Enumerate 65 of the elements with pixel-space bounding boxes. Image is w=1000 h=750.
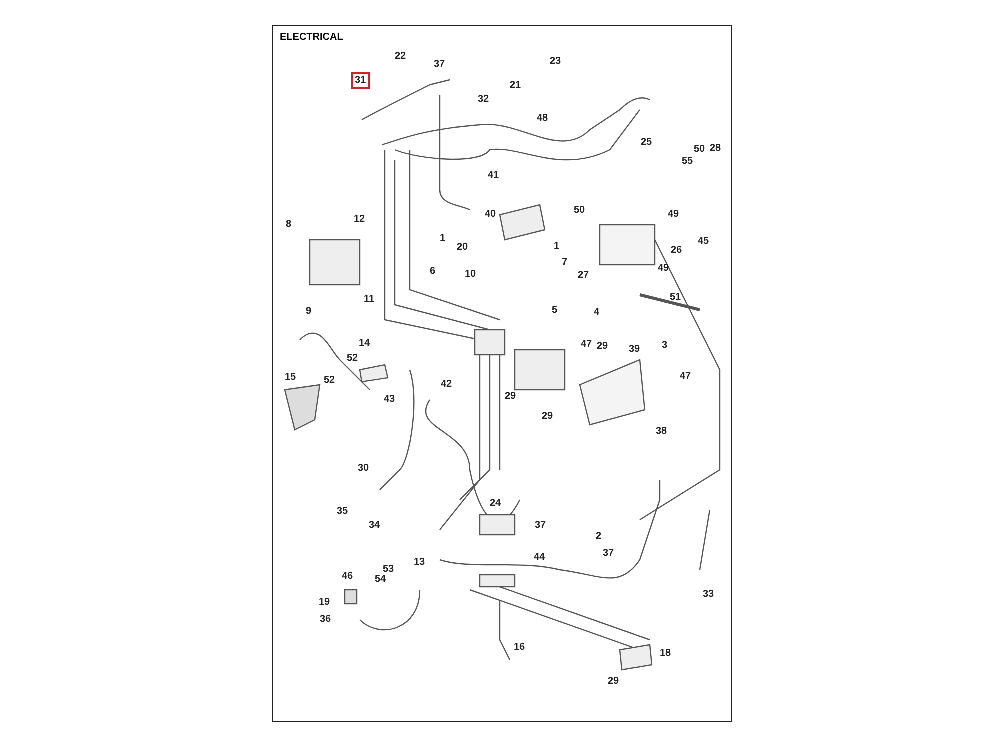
- callout-number: 48: [537, 113, 548, 124]
- title: ELECTRICAL: [280, 32, 344, 43]
- callout-number: 35: [337, 506, 348, 517]
- callout-number: 22: [395, 51, 406, 62]
- callout-number: 47: [581, 339, 592, 350]
- callout-number: 41: [488, 170, 500, 181]
- callout-number: 14: [359, 338, 370, 349]
- callout-number: 51: [670, 292, 682, 303]
- callout-number: 37: [434, 59, 446, 70]
- callout-number: 8: [286, 219, 292, 230]
- callout-number: 42: [441, 379, 452, 390]
- callout-number: 54: [375, 574, 386, 585]
- callout-number: 5: [552, 305, 558, 316]
- callout-number: 13: [414, 557, 426, 568]
- callout-number: 45: [698, 236, 710, 247]
- callout-number: 47: [680, 371, 692, 382]
- callout-number: 12: [354, 214, 366, 225]
- callout-number: 3: [662, 340, 668, 351]
- callout-number: 23: [550, 56, 562, 67]
- callout-number: 29: [505, 391, 516, 402]
- callout-number: 25: [641, 137, 652, 148]
- callout-number: 11: [364, 294, 375, 305]
- callout-number: 19: [319, 597, 330, 608]
- callout-number: 18: [660, 648, 672, 659]
- callout-number: 26: [671, 245, 682, 256]
- callout-number: 44: [534, 552, 546, 563]
- callout-number: 1: [554, 241, 560, 252]
- callout-number: 30: [358, 463, 370, 474]
- callout-number: 37: [535, 520, 546, 531]
- callout-number: 27: [578, 270, 590, 281]
- callout-number: 53: [383, 564, 394, 575]
- callout-number: 50: [694, 144, 706, 155]
- callout-number: 16: [514, 642, 526, 653]
- callout-number: 49: [668, 209, 680, 220]
- callout-number: 9: [306, 306, 312, 317]
- callout-number: 32: [478, 94, 490, 105]
- callout-number: 29: [608, 676, 620, 687]
- callout-number: 2: [596, 531, 602, 542]
- callout-number: 28: [710, 143, 722, 154]
- callout-number: 38: [656, 426, 668, 437]
- callout-number: 29: [597, 341, 608, 352]
- callout-number: 15: [285, 372, 296, 383]
- callout-number: 50: [574, 205, 586, 216]
- callout-number: 6: [430, 266, 436, 277]
- callout-number: 31: [351, 72, 370, 89]
- callout-number: 7: [562, 257, 568, 268]
- callout-number: 29: [542, 411, 554, 422]
- callout-number: 49: [658, 263, 670, 274]
- callout-number: 34: [369, 520, 380, 531]
- callout-number: 24: [490, 498, 502, 509]
- callout-number: 33: [703, 589, 714, 600]
- callout-number: 39: [629, 344, 640, 355]
- callout-number: 4: [594, 307, 600, 318]
- callout-number: 37: [603, 548, 614, 559]
- callout-number: 43: [384, 394, 396, 405]
- callout-number: 46: [342, 571, 354, 582]
- callout-number: 52: [347, 353, 358, 364]
- callout-number: 1: [440, 233, 446, 244]
- callout-number: 10: [465, 269, 476, 280]
- callout-number: 21: [510, 80, 522, 91]
- callout-number: 52: [324, 375, 336, 386]
- callout-number: 40: [485, 209, 496, 220]
- callout-number: 55: [682, 156, 694, 167]
- callout-number: 20: [457, 242, 468, 253]
- callout-number: 36: [320, 614, 332, 625]
